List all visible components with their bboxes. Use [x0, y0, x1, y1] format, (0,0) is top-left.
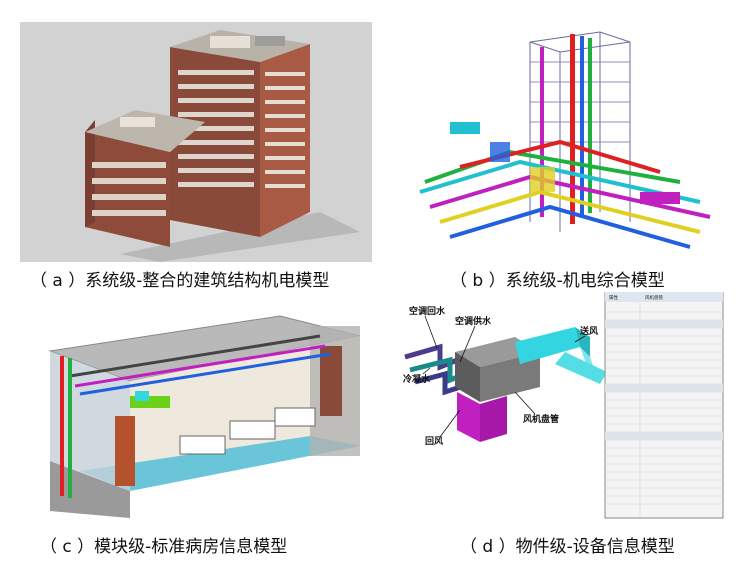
building-model-illustration [20, 22, 372, 262]
caption-b: （ b ）系统级-机电综合模型 [450, 271, 665, 291]
panel-b-mep-model [400, 22, 725, 262]
panel-d-device-model: 空调回水 空调供水 冷凝水 回风 送风 风机盘管 属性 风机盘管 [395, 292, 725, 520]
label-fan-coil: 风机盘管 [523, 413, 559, 425]
panel-c-ward-model [20, 296, 372, 518]
ward-model-illustration [48, 315, 361, 518]
properties-type: 风机盘管 [645, 294, 663, 301]
panel-a-building-model [20, 22, 372, 262]
caption-a: （ a ）系统级-整合的建筑结构机电模型 [30, 271, 330, 291]
label-return-air: 回风 [425, 436, 443, 447]
mep-model-illustration [419, 31, 711, 249]
label-condensate: 冷凝水 [403, 373, 431, 385]
caption-c: （ c ）模块级-标准病房信息模型 [40, 537, 288, 557]
label-supply-air: 送风 [579, 325, 598, 337]
label-return-water: 空调回水 [409, 305, 446, 317]
label-supply-water: 空调供水 [455, 315, 492, 327]
fan-coil-illustration: 空调回水 空调供水 冷凝水 回风 送风 风机盘管 属性 风机盘管 [403, 292, 724, 519]
caption-d: （ d ）物件级-设备信息模型 [460, 537, 675, 557]
properties-title: 属性 [609, 294, 618, 301]
